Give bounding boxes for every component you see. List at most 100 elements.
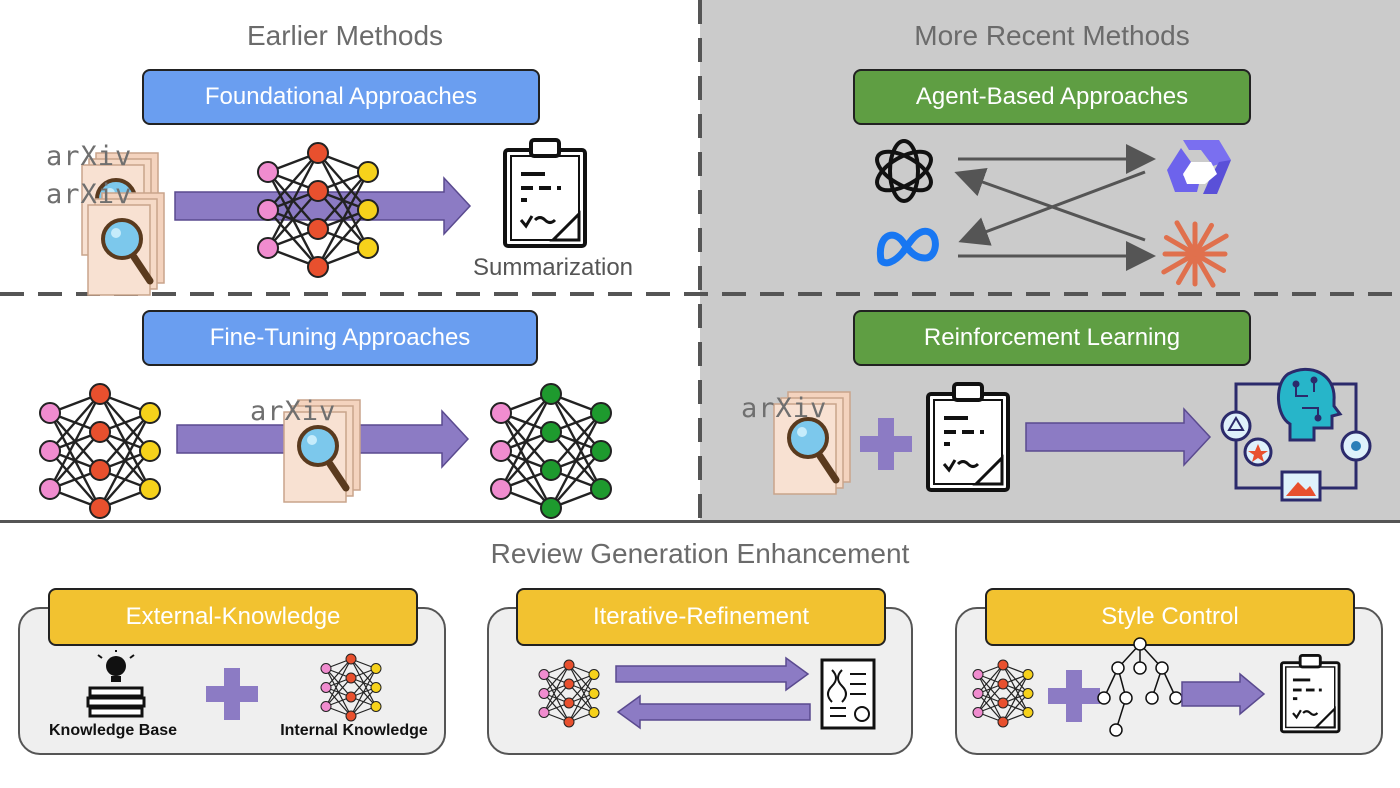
nn-node bbox=[89, 459, 111, 481]
arxiv-logo-2: arXiv bbox=[46, 179, 133, 210]
nn-edge bbox=[316, 171, 370, 268]
nn-edge bbox=[267, 152, 319, 211]
recent-methods-title: More Recent Methods bbox=[914, 20, 1190, 51]
refinement-arrows bbox=[615, 656, 811, 730]
nn-node bbox=[345, 653, 357, 665]
nn-edge bbox=[98, 412, 152, 509]
earlier-methods-title: Earlier Methods bbox=[246, 20, 444, 51]
nn-edge bbox=[317, 171, 369, 230]
nn-edge bbox=[350, 687, 377, 717]
nn-node bbox=[320, 701, 332, 712]
nn-edge bbox=[543, 683, 570, 713]
nn-node bbox=[39, 478, 61, 500]
nn-node bbox=[307, 142, 329, 164]
style-arrow bbox=[1181, 672, 1266, 716]
nn-edge bbox=[99, 412, 151, 471]
nn-edge bbox=[267, 190, 319, 249]
nn-node bbox=[972, 688, 984, 699]
nn-edge bbox=[49, 393, 101, 452]
nn-node bbox=[357, 161, 379, 183]
knowledge-base-caption: Knowledge Base bbox=[48, 722, 178, 739]
claude-ray bbox=[1192, 251, 1216, 288]
finetuned-network-icon bbox=[490, 383, 612, 519]
nn-edge bbox=[549, 412, 603, 509]
nn-edge bbox=[977, 664, 1004, 694]
nn-edge bbox=[99, 450, 151, 509]
nn-node bbox=[538, 707, 550, 718]
nn-node bbox=[540, 497, 562, 519]
claude-ray bbox=[1192, 233, 1229, 257]
nn-edge bbox=[543, 664, 570, 694]
nn-node bbox=[257, 199, 279, 221]
nn-node bbox=[590, 440, 612, 462]
agent-based-approaches-label: Agent-Based Approaches bbox=[853, 69, 1251, 125]
claude-ray bbox=[1174, 220, 1198, 257]
nn-edge bbox=[325, 658, 352, 707]
knowledge-base-icon bbox=[86, 650, 146, 718]
foundational-arrow bbox=[174, 176, 472, 236]
arxiv-logo-1: arXiv bbox=[46, 141, 133, 172]
tree-icon bbox=[1097, 637, 1183, 737]
plus-icon bbox=[206, 668, 258, 720]
nn-node bbox=[357, 237, 379, 259]
nn-node bbox=[320, 682, 332, 693]
claude-ray bbox=[1163, 235, 1198, 257]
nn-node bbox=[307, 218, 329, 240]
nn-edge bbox=[977, 683, 1004, 713]
nn-node bbox=[307, 256, 329, 278]
claude-icon bbox=[1161, 220, 1229, 288]
nn-node bbox=[139, 440, 161, 462]
nn-node bbox=[257, 161, 279, 183]
ai-brain-cycle-icon bbox=[1220, 367, 1372, 502]
nn-node bbox=[139, 402, 161, 424]
nn-edge bbox=[49, 431, 101, 490]
foundational-approaches-label: Foundational Approaches bbox=[142, 69, 540, 125]
nn-node bbox=[89, 421, 111, 443]
neural-network-icon bbox=[257, 142, 379, 278]
fine-tuning-approaches-label: Fine-Tuning Approaches bbox=[142, 310, 538, 366]
reinforcement-learning-label: Reinforcement Learning bbox=[853, 310, 1251, 366]
nn-edge bbox=[1002, 693, 1029, 723]
qwen-icon bbox=[1167, 140, 1231, 194]
nn-node bbox=[563, 697, 575, 709]
nn-edge bbox=[325, 677, 352, 707]
external-knowledge-label: External-Knowledge bbox=[48, 588, 418, 646]
claude-ray bbox=[1161, 251, 1198, 275]
meta-icon bbox=[876, 227, 939, 267]
nn-node bbox=[257, 237, 279, 259]
nn-edge bbox=[499, 393, 553, 490]
nn-node bbox=[490, 478, 512, 500]
plus-icon bbox=[1048, 670, 1100, 722]
clipboard-icon bbox=[1279, 654, 1341, 734]
nn-node bbox=[540, 383, 562, 405]
nn-edge bbox=[317, 209, 369, 268]
internal-knowledge-network-icon bbox=[320, 653, 382, 722]
agent-interaction-arrows bbox=[954, 144, 1156, 271]
nn-node bbox=[972, 707, 984, 718]
nn-edge bbox=[500, 431, 552, 490]
nn-node bbox=[563, 659, 575, 671]
nn-node bbox=[588, 669, 600, 680]
iterative-refinement-label: Iterative-Refinement bbox=[516, 588, 886, 646]
rl-arrow bbox=[1025, 407, 1212, 467]
nn-edge bbox=[266, 152, 320, 249]
nn-node bbox=[345, 691, 357, 703]
nn-edge bbox=[1002, 674, 1029, 723]
nn-edge bbox=[977, 664, 1004, 713]
nn-node bbox=[588, 688, 600, 699]
horizontal-divider bbox=[0, 520, 1400, 523]
nn-node bbox=[538, 688, 550, 699]
nn-node bbox=[540, 459, 562, 481]
nn-edge bbox=[325, 658, 352, 688]
claude-ray bbox=[1192, 222, 1214, 257]
nn-node bbox=[1022, 688, 1034, 699]
nn-node bbox=[997, 678, 1009, 690]
openai-icon bbox=[875, 139, 933, 203]
nn-node bbox=[972, 669, 984, 680]
nn-node bbox=[590, 402, 612, 424]
nn-node bbox=[370, 663, 382, 674]
nn-node bbox=[139, 478, 161, 500]
nn-node bbox=[997, 697, 1009, 709]
nn-node bbox=[490, 402, 512, 424]
claude-ray bbox=[1192, 251, 1227, 273]
